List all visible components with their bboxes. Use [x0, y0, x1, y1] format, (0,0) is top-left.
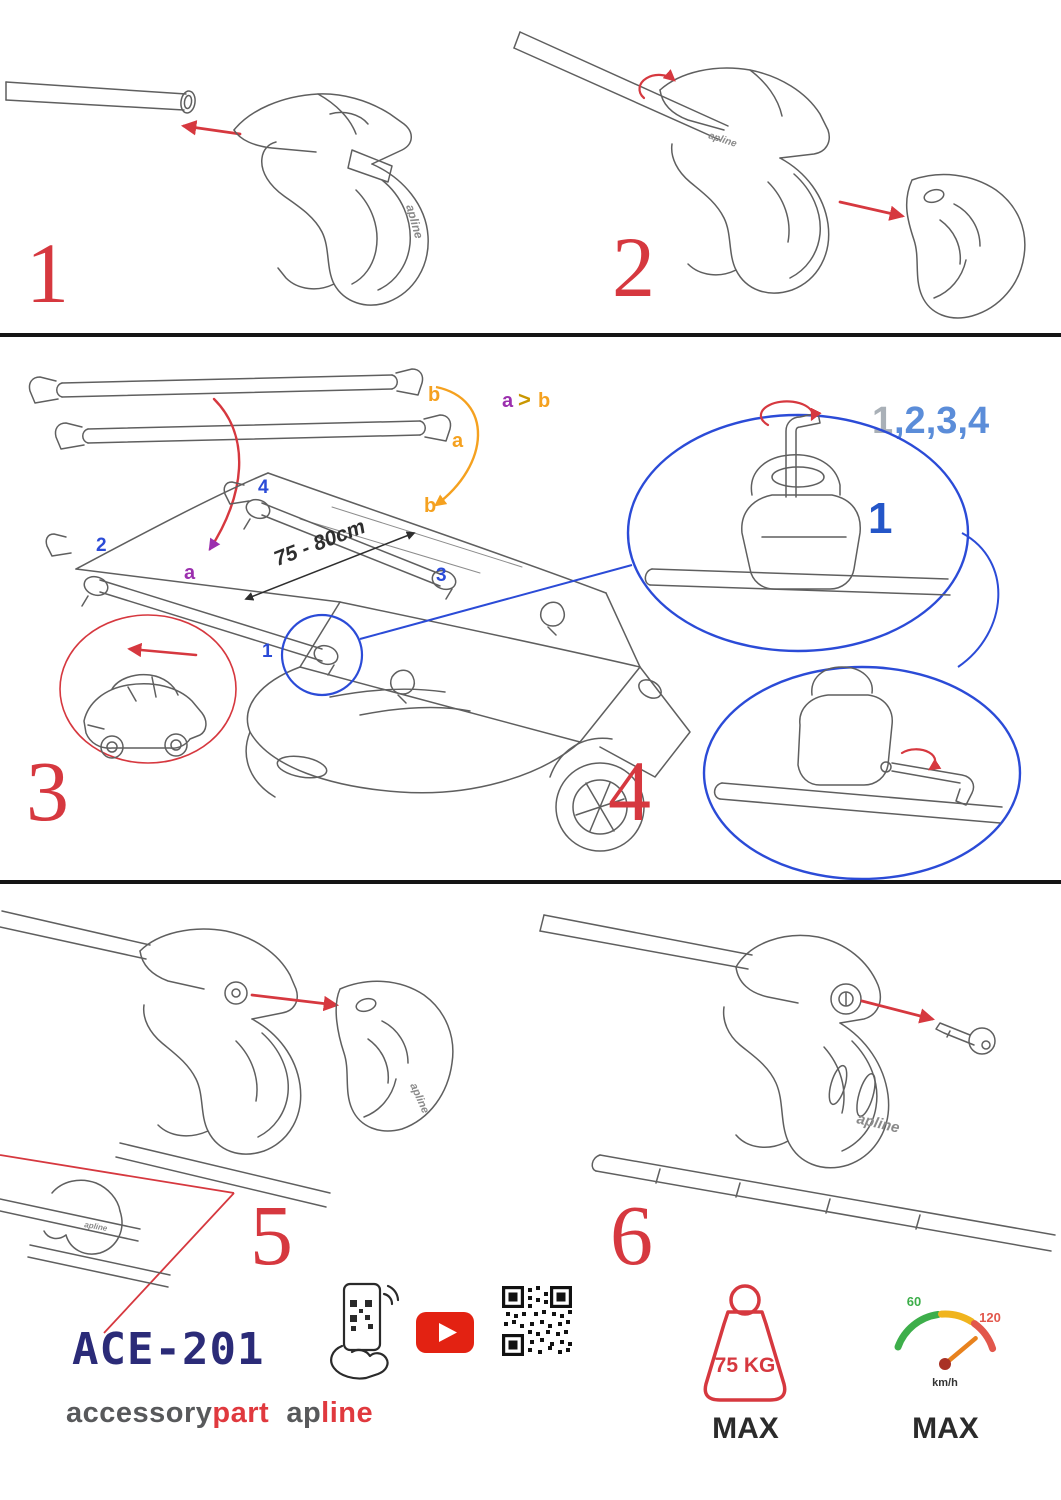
- key-insert-arrow: [860, 999, 935, 1024]
- rotate-arrow: [638, 69, 676, 100]
- roof-bar-b-label: b: [424, 495, 436, 517]
- crossbar-b-diagram: [28, 368, 424, 404]
- product-model: ACE-201: [72, 1324, 265, 1375]
- clamp-detail-top: [644, 412, 951, 596]
- section-divider-top: [0, 333, 1061, 337]
- mini-bar-b-label: b: [428, 384, 440, 406]
- mini-car-sketch: [83, 673, 207, 759]
- max-speed-icon: 60 120 km/h: [894, 1294, 1001, 1389]
- mount-bracket-sketches: [45, 481, 565, 704]
- foot-cover-piece: [335, 980, 454, 1132]
- step-6-number: 6: [610, 1187, 653, 1283]
- brand-on-foot: apline: [707, 130, 738, 150]
- position-4-label: 4: [258, 477, 269, 498]
- detail-1-ellipse: [626, 413, 970, 653]
- max-load-label: MAX: [712, 1412, 779, 1445]
- step-4-number: 4: [608, 743, 651, 839]
- roof-rack-foot: [115, 928, 331, 1208]
- car-roof-sketch: [75, 472, 691, 852]
- step-3-4-illustration: b a a > b: [28, 368, 1022, 881]
- speedometer-hub: [939, 1358, 951, 1370]
- step-2-illustration: apline: [513, 31, 1026, 319]
- roof-bar: [513, 31, 729, 141]
- mounted-foot-sketch: [0, 1179, 171, 1288]
- step-1-illustration: apline: [5, 81, 429, 306]
- svg-text:>: >: [518, 387, 531, 412]
- step-2-number: 2: [612, 219, 655, 315]
- speed-low-label: 60: [907, 1294, 921, 1309]
- svg-text:,2,3,4: ,2,3,4: [894, 400, 989, 442]
- foot-callout-circle: [280, 613, 364, 697]
- brand-on-foot: apline: [403, 203, 426, 241]
- detail-connector-curve: [957, 532, 1000, 668]
- roof-bar: [5, 81, 196, 114]
- clamp-detail-side: [713, 666, 1003, 824]
- cover-attach-arrow: [838, 200, 906, 221]
- max-load-value: 75 KG: [715, 1354, 776, 1377]
- roof-bar: [539, 914, 753, 970]
- roof-rack-foot-assembled: [659, 67, 830, 294]
- front-crossbar-on-roof: [81, 575, 339, 676]
- brand-word-accessory: accessory: [66, 1397, 213, 1429]
- speed-unit-label: km/h: [932, 1377, 958, 1389]
- guide-arrow-a: [208, 397, 241, 552]
- step-5-illustration: apline apline: [0, 910, 454, 1334]
- front-direction-arrow: [127, 642, 198, 658]
- mini-bar-a-label: a: [452, 430, 464, 452]
- svg-text:a: a: [502, 390, 514, 412]
- roof-rack-foot: [233, 93, 429, 306]
- roof-corner-outline: [0, 1154, 235, 1334]
- youtube-icon: [416, 1312, 474, 1353]
- roof-bar-a-label: a: [184, 562, 196, 584]
- brand-wordmark: accessorypart apline: [66, 1397, 373, 1430]
- brand-word-part: part: [212, 1397, 270, 1429]
- front-direction-circle: [59, 614, 237, 764]
- tighten-sequence-label: 1 ,2,3,4: [872, 400, 989, 442]
- guide-arrow-b: [434, 385, 480, 507]
- detail-2-ellipse: [702, 665, 1022, 881]
- position-3-label: 3: [436, 565, 447, 586]
- position-1-label: 1: [262, 641, 273, 662]
- step-6-illustration: apline: [539, 914, 1056, 1252]
- brand-word-ap: ap: [286, 1397, 322, 1429]
- brand-on-cover: apline: [407, 1081, 431, 1115]
- max-speed-label: MAX: [912, 1412, 979, 1445]
- brand-on-foot: apline: [855, 1110, 901, 1136]
- speed-high-label: 120: [979, 1310, 1001, 1325]
- lock-key: [935, 1022, 996, 1055]
- crossbar-a-diagram: [54, 414, 452, 450]
- side-screw-rotation-arrow: [900, 748, 942, 771]
- brand-word-line: line: [321, 1397, 374, 1429]
- callout-connector-line: [359, 564, 633, 640]
- detail-step-label: 1: [868, 494, 892, 543]
- qr-code: [500, 1284, 574, 1358]
- position-2-label: 2: [96, 535, 107, 556]
- section-divider-bottom: [0, 880, 1061, 884]
- max-load-icon: 75 KG: [703, 1284, 787, 1402]
- span-measure-line: [244, 531, 416, 601]
- cover-attach-arrow: [250, 993, 340, 1012]
- roof-rack-foot-lock: [591, 934, 1056, 1252]
- step-1-number: 1: [26, 225, 69, 321]
- foot-cover-piece: [905, 173, 1026, 319]
- phone-scan-icon: [330, 1282, 400, 1380]
- brand-on-mounted-foot: apline: [84, 1220, 109, 1233]
- install-order-label: a > b: [502, 387, 550, 412]
- svg-text:1: 1: [872, 400, 893, 442]
- span-measure-label: 75 - 80cm: [271, 515, 369, 571]
- svg-text:b: b: [538, 390, 550, 412]
- insert-direction-arrow: [180, 120, 242, 136]
- tighten-rotation-arrow: [759, 400, 822, 427]
- step-3-number: 3: [26, 743, 69, 839]
- roof-bar: [0, 910, 151, 960]
- step-5-number: 5: [250, 1187, 293, 1283]
